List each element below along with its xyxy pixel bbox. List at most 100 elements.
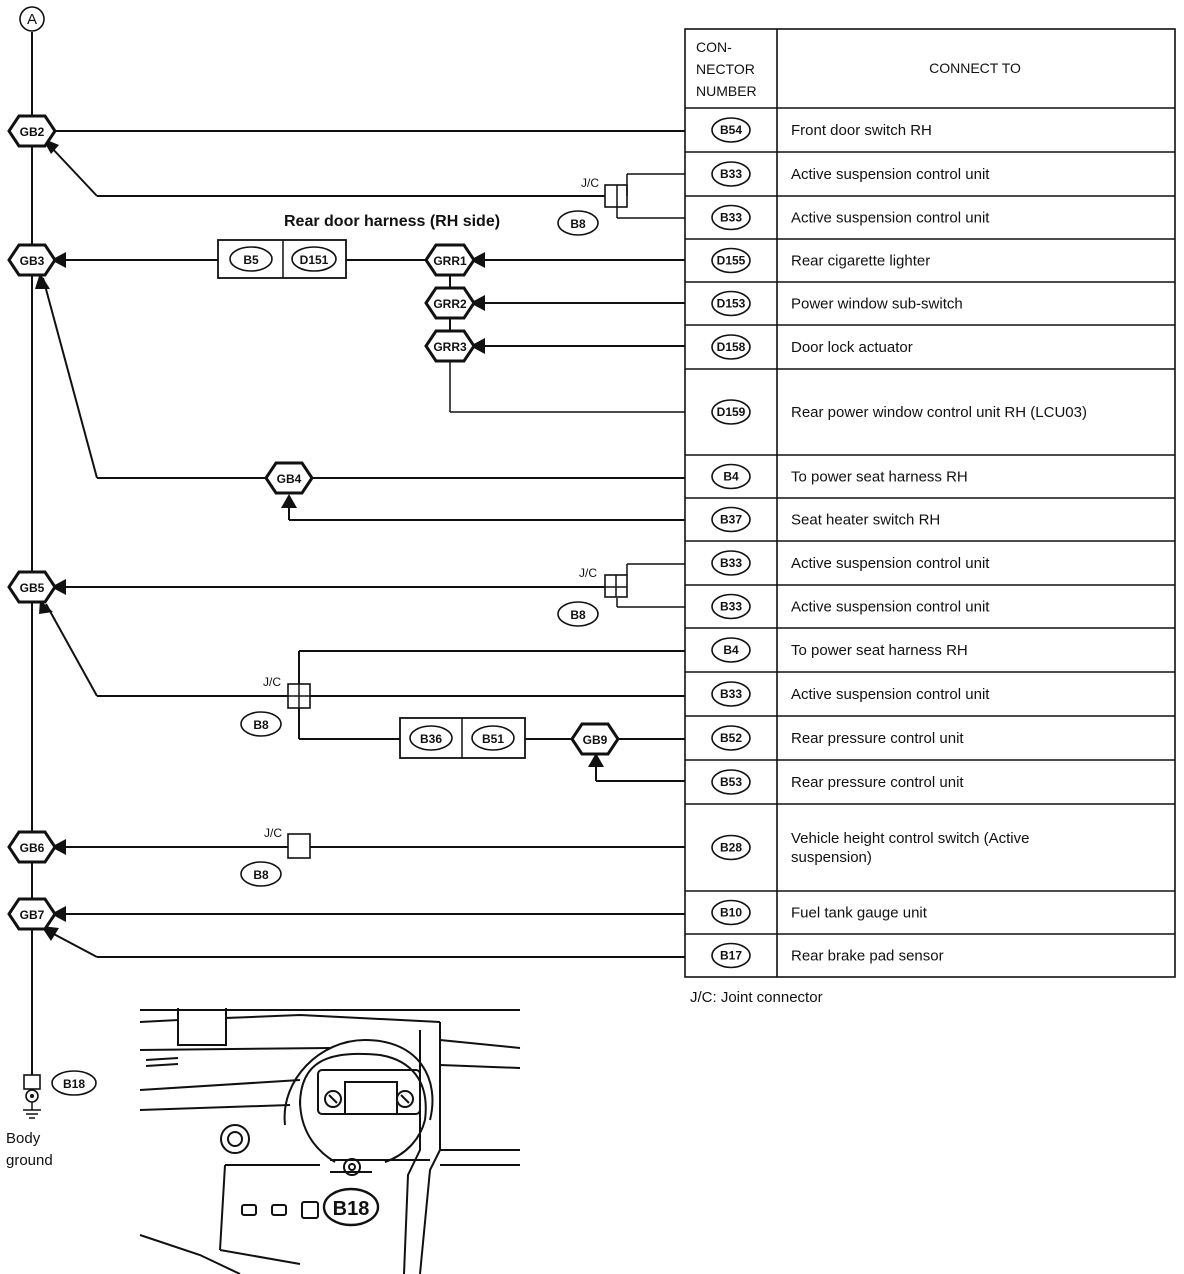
connect-to-text: Rear cigarette lighter <box>791 253 930 270</box>
table-row: D153 Power window sub-switch <box>711 290 963 317</box>
connector-number-badge <box>711 550 751 576</box>
body-ground: B18 Body ground <box>6 1070 97 1169</box>
body-ground-connector: B18 <box>63 1077 85 1091</box>
connect-to-text: Vehicle height control switch (Active <box>791 830 1029 847</box>
connect-to-text: To power seat harness RH <box>791 469 968 486</box>
connector-number-badge <box>711 161 751 187</box>
harness-connector-label: B8 <box>570 217 586 231</box>
wires <box>42 130 685 958</box>
connector-number: B33 <box>720 556 742 570</box>
header-number: NECTOR <box>696 61 755 77</box>
connect-to-text: Rear pressure control unit <box>791 774 964 791</box>
connector-number: B33 <box>720 211 742 225</box>
table-row: B10 Fuel tank gauge unit <box>711 899 928 926</box>
table-row: B17 Rear brake pad sensor <box>711 942 944 969</box>
connect-to-text: Active suspension control unit <box>791 166 990 183</box>
jc-connector-label: B8 <box>253 868 269 882</box>
connector-number-badge <box>711 204 751 231</box>
connect-to-text: suspension) <box>791 849 872 866</box>
connect-to-text: Rear brake pad sensor <box>791 948 944 965</box>
inline-connector-pressure: B36 B51 <box>399 717 526 759</box>
connect-to-text: Door lock actuator <box>791 339 913 356</box>
connector-number-badge <box>711 290 751 317</box>
connect-to-text: Fuel tank gauge unit <box>791 905 928 922</box>
ground-label: GB4 <box>277 472 302 486</box>
connector-number: B10 <box>720 906 742 920</box>
connect-to-text: Seat heater switch RH <box>791 512 940 529</box>
connector-number: D155 <box>717 254 746 268</box>
jc-label: J/C <box>264 826 282 840</box>
connector-number-badge <box>711 247 751 274</box>
connector-number-badge <box>711 769 751 795</box>
connect-to-text: Active suspension control unit <box>791 599 990 616</box>
connect-to-text: Power window sub-switch <box>791 296 963 313</box>
connector-number: B28 <box>720 841 742 855</box>
connector-number-badge <box>711 725 751 751</box>
connector-number-badge <box>711 399 751 425</box>
connector-ref-circle <box>19 6 45 32</box>
connector-number-badge <box>711 834 751 861</box>
connector-number-badge <box>711 593 751 620</box>
connect-to-text: Front door switch RH <box>791 122 932 139</box>
harness-label-group: Rear door harness (RH side) B8 <box>284 210 599 236</box>
inline-connector-door: B5 D151 <box>217 239 347 279</box>
connect-to-text: Rear pressure control unit <box>791 730 964 747</box>
table-row: D155 Rear cigarette lighter <box>711 247 930 274</box>
illustration-callout: B18 <box>333 1198 370 1220</box>
jc-label: J/C <box>263 675 281 689</box>
connect-to-text: Active suspension control unit <box>791 555 990 572</box>
table-row: B33 Active suspension control unit <box>711 204 990 231</box>
body-ground-label: Body <box>6 1130 41 1147</box>
joint-connector-2: J/C B8 <box>557 564 628 627</box>
footnote: J/C: Joint connector <box>690 989 823 1006</box>
ground-label: GRR2 <box>433 297 467 311</box>
ground-hexes: GB2 GB3 GB5 GB6 GB7 GB4 GB9 GRR1 GRR2 GR… <box>7 114 620 931</box>
ground-label: GB6 <box>20 841 45 855</box>
harness-label: Rear door harness (RH side) <box>284 213 500 230</box>
ground-label: GB9 <box>583 733 608 747</box>
joint-connectors: J/C J/C B8 J/C B8 J/C B8 <box>240 174 628 887</box>
joint-connector-3: J/C B8 <box>240 675 311 737</box>
joint-connector-4: J/C B8 <box>240 826 311 887</box>
connector-number: B4 <box>723 470 739 484</box>
header-connect-to: CONNECT TO <box>929 60 1021 76</box>
connector-number: B33 <box>720 600 742 614</box>
connector-number-badge <box>711 463 751 490</box>
ground-label: GB5 <box>20 581 45 595</box>
table-row: B33 Active suspension control unit <box>711 550 990 576</box>
ground-label: GRR3 <box>433 340 467 354</box>
inline-connector-label: B51 <box>482 732 504 746</box>
connector-number: D153 <box>717 297 746 311</box>
ground-label: GB7 <box>20 908 45 922</box>
connector-number-badge <box>711 637 751 663</box>
connect-to-text: Rear power window control unit RH (LCU03… <box>791 404 1087 421</box>
connector-ref-label: A <box>27 11 37 28</box>
connector-number-badge <box>711 334 751 360</box>
jc-connector-label: B8 <box>570 608 586 622</box>
connector-number: B4 <box>723 643 739 657</box>
connect-to-text: To power seat harness RH <box>791 642 968 659</box>
connect-to-text: Active suspension control unit <box>791 210 990 227</box>
connector-number-badge <box>711 681 751 707</box>
table-row: B33 Active suspension control unit <box>711 593 990 620</box>
joint-connector-1: J/C <box>581 174 628 208</box>
connector-number: B17 <box>720 949 742 963</box>
table-row: B28 Vehicle height control switch (Active… <box>711 830 1029 866</box>
header-number: NUMBER <box>696 83 757 99</box>
connector-number-badge <box>711 899 751 926</box>
header-number: CON- <box>696 39 732 55</box>
connector-number: D159 <box>717 405 746 419</box>
connect-to-text: Active suspension control unit <box>791 686 990 703</box>
ground-label: GB3 <box>20 254 45 268</box>
table-row: B4 To power seat harness RH <box>711 463 968 490</box>
connector-number: B53 <box>720 775 742 789</box>
table-row: B53 Rear pressure control unit <box>711 769 964 795</box>
table-row: B33 Active suspension control unit <box>711 161 990 187</box>
connector-number: B33 <box>720 167 742 181</box>
